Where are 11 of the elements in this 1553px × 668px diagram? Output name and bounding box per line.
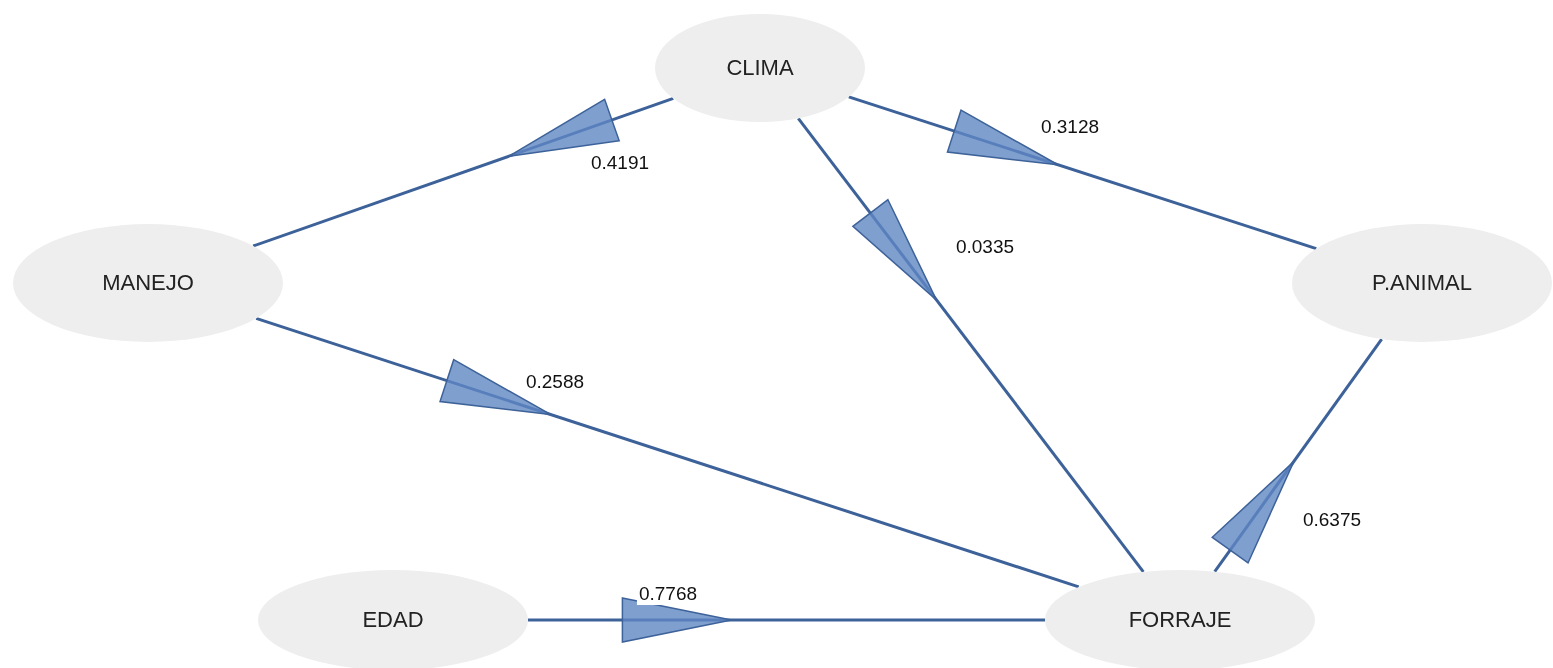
arrow <box>797 117 1145 573</box>
node-label: P.ANIMAL <box>1372 270 1472 296</box>
node-label: CLIMA <box>726 55 794 81</box>
node-label: MANEJO <box>102 270 194 296</box>
arrow <box>848 95 1317 251</box>
arrow <box>255 316 1080 589</box>
arrow <box>252 97 674 248</box>
node-label: FORRAJE <box>1128 607 1232 633</box>
arrow <box>528 597 1045 643</box>
arrow <box>1211 338 1383 573</box>
node-label: EDAD <box>362 607 424 633</box>
